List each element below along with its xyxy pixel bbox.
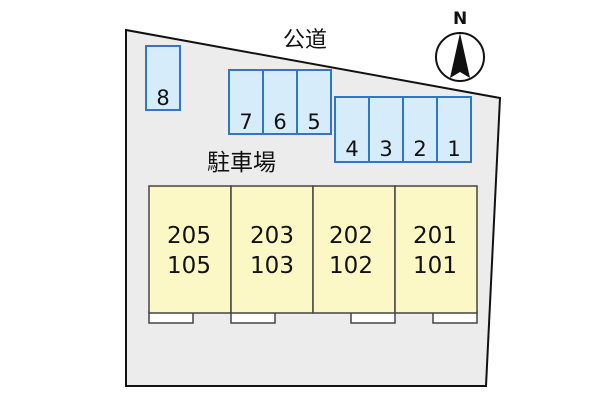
unit-lower-number: 101	[413, 253, 457, 279]
unit-203-103: 203 103	[230, 185, 314, 314]
parking-stall-7: 7	[228, 69, 264, 135]
unit-201-101: 201 101	[394, 185, 478, 314]
parking-stall-2: 2	[402, 96, 438, 163]
unit-upper-number: 201	[413, 223, 457, 249]
unit-lower-number: 102	[329, 253, 373, 279]
stall-label: 4	[345, 137, 358, 161]
parking-stall-5: 5	[296, 69, 332, 135]
unit-202-102: 202 102	[312, 185, 396, 314]
north-label: N	[453, 9, 467, 29]
unit-lower-number: 105	[167, 253, 211, 279]
parking-stalls: 8 7 6 5 4 3 2 1	[145, 45, 472, 163]
unit-upper-number: 202	[329, 223, 373, 249]
stall-label: 6	[273, 110, 286, 134]
unit-upper-number: 205	[167, 223, 211, 249]
stall-label: 1	[447, 137, 460, 161]
stall-label: 5	[307, 110, 320, 134]
north-compass: N	[435, 9, 485, 82]
unit-upper-number: 203	[250, 223, 294, 249]
stall-label: 3	[379, 137, 392, 161]
parking-stall-8: 8	[145, 45, 181, 111]
building: 205 105 203 103 202 102 201 101	[148, 185, 478, 324]
parking-stall-6: 6	[262, 69, 298, 135]
unit-lower-number: 103	[250, 253, 294, 279]
road-label: 公道	[283, 28, 327, 53]
unit-205-105: 205 105	[148, 185, 232, 314]
stall-label: 7	[239, 110, 252, 134]
parking-stall-3: 3	[368, 96, 404, 163]
north-arrow-icon	[450, 33, 470, 78]
stall-label: 2	[413, 137, 426, 161]
parking-stall-4: 4	[334, 96, 370, 163]
stall-label: 8	[156, 86, 169, 110]
parking-stall-1: 1	[436, 96, 472, 163]
parking-label: 駐車場	[207, 150, 276, 176]
